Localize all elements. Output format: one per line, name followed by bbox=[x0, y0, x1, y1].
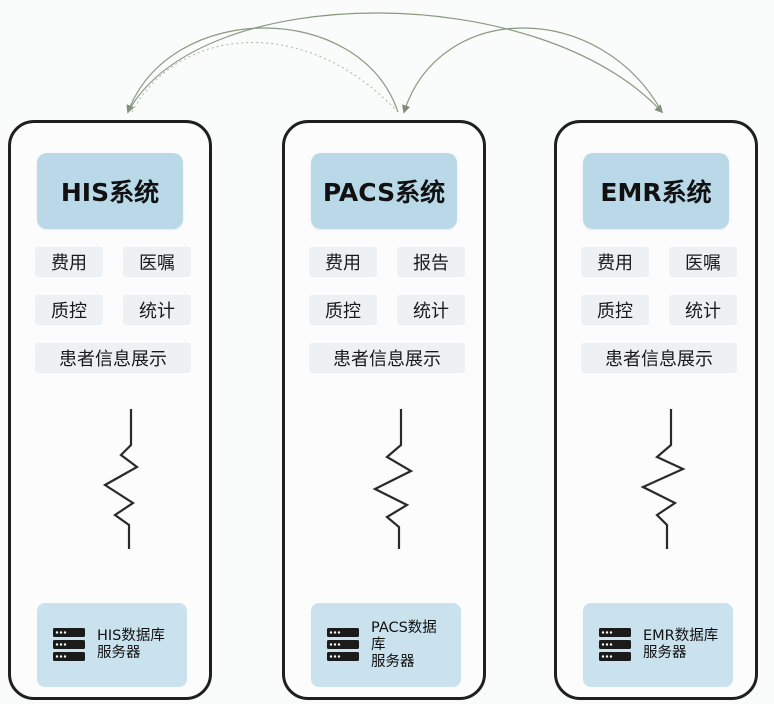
database-label: EMR数据库 服务器 bbox=[643, 628, 719, 661]
database-server: PACS数据 库 服务器 bbox=[311, 603, 461, 687]
module-patient-info: 患者信息展示 bbox=[581, 343, 737, 373]
database-server: EMR数据库 服务器 bbox=[583, 603, 733, 687]
module-fee: 费用 bbox=[309, 247, 377, 277]
database-server: HIS数据库 服务器 bbox=[37, 603, 187, 687]
his-system-panel: HIS系统 费用 医嘱 质控 统计 患者信息展示 HIS数据库 服务器 bbox=[8, 120, 212, 700]
pacs-system-panel: PACS系统 费用 报告 质控 统计 患者信息展示 PACS数据 库 服务器 bbox=[282, 120, 486, 700]
server-stack-icon bbox=[53, 628, 85, 661]
module-fee: 费用 bbox=[581, 247, 649, 277]
panel-title: PACS系统 bbox=[311, 153, 457, 229]
module-quality-control: 质控 bbox=[309, 295, 377, 325]
emr-system-panel: EMR系统 费用 医嘱 质控 统计 患者信息展示 EMR数据库 服务器 bbox=[554, 120, 758, 700]
module-orders: 医嘱 bbox=[669, 247, 737, 277]
module-orders: 医嘱 bbox=[123, 247, 191, 277]
module-quality-control: 质控 bbox=[35, 295, 103, 325]
spring-connector-icon bbox=[372, 409, 414, 549]
panel-title: HIS系统 bbox=[37, 153, 183, 229]
database-label: PACS数据 库 服务器 bbox=[371, 619, 437, 670]
module-patient-info: 患者信息展示 bbox=[309, 343, 465, 373]
server-stack-icon bbox=[327, 628, 359, 661]
module-statistics: 统计 bbox=[397, 295, 465, 325]
module-statistics: 统计 bbox=[669, 295, 737, 325]
curved-arrow-icon bbox=[127, 12, 664, 114]
module-patient-info: 患者信息展示 bbox=[35, 343, 191, 373]
database-label: HIS数据库 服务器 bbox=[97, 628, 165, 661]
module-quality-control: 质控 bbox=[581, 295, 649, 325]
module-report: 报告 bbox=[397, 247, 465, 277]
connection-arrows bbox=[126, 12, 664, 114]
module-statistics: 统计 bbox=[123, 295, 191, 325]
panel-title: EMR系统 bbox=[583, 153, 729, 229]
module-fee: 费用 bbox=[35, 247, 103, 277]
spring-connector-icon bbox=[640, 409, 686, 549]
curved-arrow-icon bbox=[402, 27, 663, 114]
server-stack-icon bbox=[599, 628, 631, 661]
curved-arrow-icon bbox=[126, 27, 399, 114]
spring-connector-icon bbox=[102, 409, 140, 549]
